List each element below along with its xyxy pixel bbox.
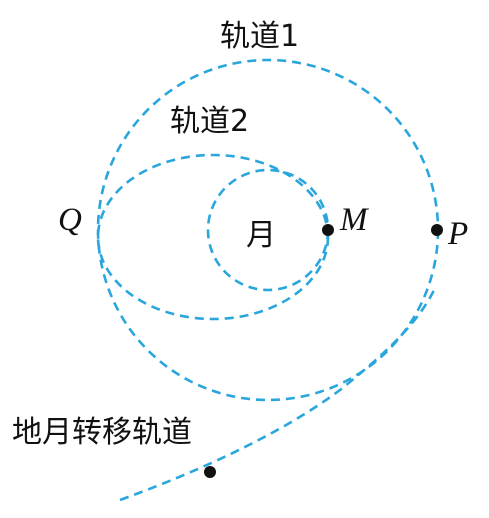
point-m-dot [322, 224, 334, 236]
transfer-orbit-label: 地月转移轨道 [12, 415, 192, 450]
orbit-2-label: 轨道2 [170, 104, 249, 139]
point-m-label: M [339, 202, 369, 238]
moon-label: 月 [246, 218, 276, 253]
point-q-label: Q [58, 202, 82, 238]
orbit-2-ellipse [96, 153, 330, 321]
transfer-orbit-path [119, 287, 437, 502]
orbit-1-label: 轨道1 [220, 19, 299, 54]
point-p-label: P [447, 216, 468, 252]
point-p-dot [431, 224, 443, 236]
transfer-point-dot [204, 466, 216, 478]
